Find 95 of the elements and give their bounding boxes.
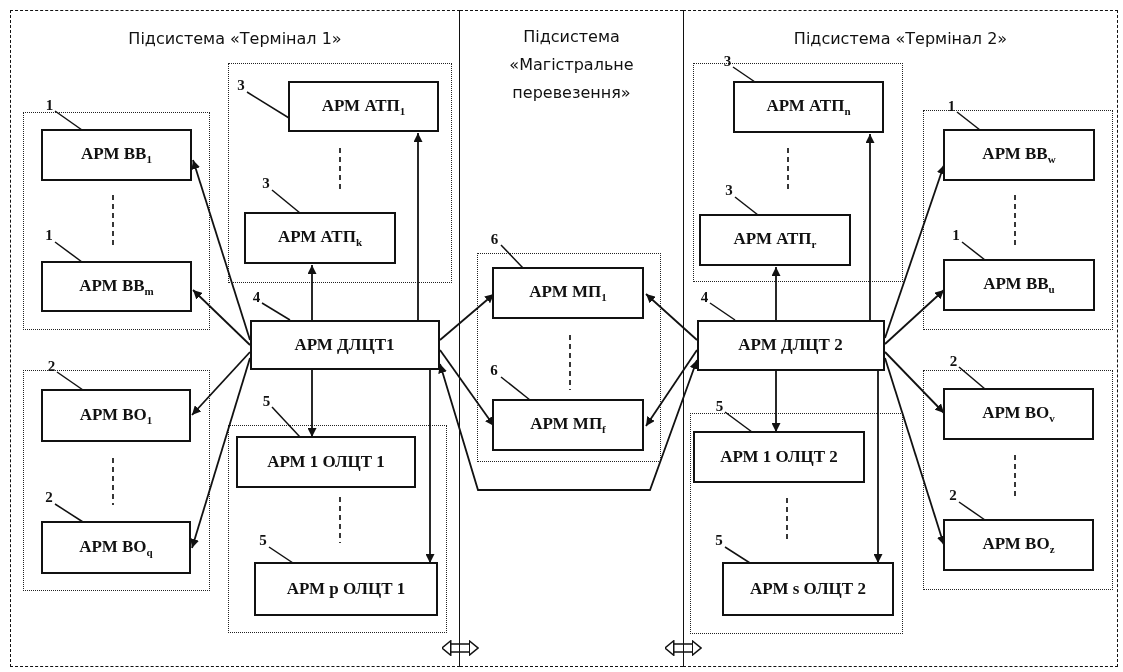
leader-line bbox=[961, 241, 986, 261]
workstation-box: АРМ ВО$_{q}$ bbox=[41, 521, 191, 574]
callout-number: 3 bbox=[260, 174, 272, 192]
workstation-box: АРМ s ОЛЦТ 2 bbox=[722, 562, 894, 616]
workstation-box: АРМ ДЛЦТ1 bbox=[249, 319, 440, 370]
callout-number: 4 bbox=[250, 287, 263, 306]
leader-line bbox=[54, 241, 83, 263]
arrow bbox=[771, 266, 781, 321]
group-frame bbox=[227, 424, 447, 633]
workstation-box: АРМ ВО$_{z}$ bbox=[943, 519, 1094, 571]
arrow bbox=[884, 357, 946, 546]
workstation-box: АРМ ВВ$_{w}$ bbox=[943, 129, 1095, 181]
callout-number: 1 bbox=[43, 95, 56, 114]
panel-heading: Підсистема «Термінал 1» bbox=[127, 28, 343, 50]
panel-heading: Підсистема «Термінал 2» bbox=[792, 28, 1009, 50]
leader-line bbox=[56, 371, 84, 391]
callout-number: 1 bbox=[945, 96, 958, 115]
arrow bbox=[645, 349, 698, 427]
leader-line bbox=[732, 66, 756, 83]
arrow bbox=[438, 359, 699, 491]
subsystem-panel bbox=[460, 10, 683, 667]
arrow bbox=[425, 369, 435, 564]
double-arrow bbox=[441, 640, 479, 656]
group-frame bbox=[22, 369, 210, 591]
workstation-box: АРМ ВВ$_{u}$ bbox=[943, 259, 1095, 311]
workstation-box: АРМ ВО$_{1}$ bbox=[41, 389, 191, 442]
callout-number: 2 bbox=[43, 488, 55, 506]
leader-line bbox=[246, 91, 290, 119]
arrow bbox=[884, 164, 946, 339]
callout-number: 5 bbox=[260, 391, 273, 410]
arrow bbox=[307, 264, 317, 321]
arrow bbox=[191, 159, 251, 341]
leader-line bbox=[724, 546, 751, 564]
callout-number: 2 bbox=[947, 351, 960, 370]
callout-number: 5 bbox=[713, 531, 725, 549]
arrow bbox=[439, 349, 495, 427]
arrow bbox=[645, 293, 698, 341]
workstation-box: АРМ АТП$_{n}$ bbox=[733, 81, 884, 133]
callout-number: 4 bbox=[698, 287, 711, 306]
leader-line bbox=[500, 376, 531, 401]
double-arrow bbox=[664, 640, 702, 656]
workstation-box: АРМ АТП$_{1}$ bbox=[288, 81, 439, 132]
leader-line bbox=[261, 302, 291, 321]
arrow bbox=[873, 370, 883, 564]
workstation-box: АРМ МП$_{f}$ bbox=[492, 399, 644, 451]
arrow bbox=[413, 132, 423, 321]
group-frame bbox=[227, 62, 452, 283]
leader-line bbox=[734, 196, 759, 216]
workstation-box: АРМ ВВ$_{m}$ bbox=[41, 261, 192, 312]
workstation-box: АРМ 1 ОЛЦТ 2 bbox=[693, 431, 865, 483]
leader-line bbox=[958, 501, 986, 521]
leader-line bbox=[958, 366, 986, 390]
leader-line bbox=[956, 111, 981, 131]
group-frame bbox=[22, 111, 210, 330]
leader-line bbox=[500, 244, 524, 269]
subsystem-panel bbox=[10, 10, 460, 667]
subsystem-panel bbox=[683, 10, 1118, 667]
workstation-box: АРМ 1 ОЛЦТ 1 bbox=[236, 436, 416, 488]
workstation-box: АРМ АТП$_{r}$ bbox=[699, 214, 851, 266]
workstation-box: АРМ ДЛЦТ 2 bbox=[696, 319, 885, 371]
callout-number: 3 bbox=[723, 181, 735, 199]
arrow bbox=[439, 293, 495, 341]
arrow bbox=[884, 289, 945, 345]
group-frame bbox=[922, 109, 1113, 330]
callout-number: 6 bbox=[488, 361, 500, 379]
callout-number: 1 bbox=[43, 226, 55, 244]
arrow bbox=[191, 351, 251, 416]
workstation-box: АРМ р ОЛЦТ 1 bbox=[254, 562, 438, 616]
leader-line bbox=[271, 406, 301, 438]
arrow bbox=[190, 357, 251, 549]
workstation-box: АРМ ВО$_{v}$ bbox=[943, 388, 1094, 440]
callout-number: 2 bbox=[947, 486, 959, 504]
workstation-box: АРМ МП$_{1}$ bbox=[492, 267, 644, 319]
arrow bbox=[865, 133, 875, 321]
leader-line bbox=[709, 302, 736, 321]
callout-number: 3 bbox=[721, 51, 734, 70]
arrow bbox=[771, 370, 781, 433]
group-frame bbox=[689, 412, 903, 634]
callout-number: 5 bbox=[257, 531, 269, 549]
callout-number: 3 bbox=[235, 76, 247, 94]
arrow bbox=[884, 351, 945, 414]
workstation-box: АРМ АТП$_{k}$ bbox=[244, 212, 396, 264]
callout-number: 1 bbox=[950, 226, 962, 244]
group-frame bbox=[476, 252, 661, 462]
arrow bbox=[307, 369, 317, 438]
callout-number: 2 bbox=[45, 356, 58, 375]
leader-line bbox=[268, 546, 294, 564]
leader-line bbox=[271, 189, 301, 214]
leader-line bbox=[54, 503, 84, 523]
callout-number: 6 bbox=[488, 229, 501, 248]
group-frame bbox=[922, 369, 1113, 590]
panel-heading: Підсистема «Магістральне перевезення» bbox=[508, 26, 635, 104]
callout-number: 5 bbox=[713, 396, 726, 415]
workstation-box: АРМ ВВ$_{1}$ bbox=[41, 129, 192, 181]
arrow bbox=[192, 289, 251, 346]
